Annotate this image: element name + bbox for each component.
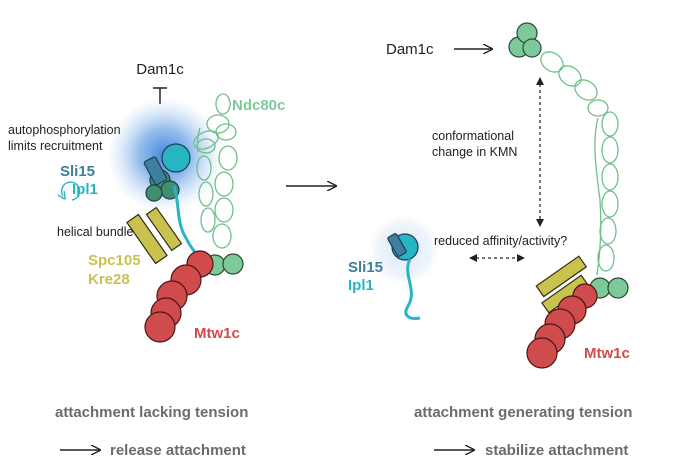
left-ndc80c-label: Ndc80c	[232, 97, 285, 114]
spc105-label: Spc105	[88, 252, 141, 269]
left-sli15-label: Sli15	[60, 163, 95, 180]
left-dam1c-label: Dam1c	[136, 61, 184, 78]
autophosphorylation-label: autophosphorylation	[8, 123, 121, 137]
left-caption: attachment lacking tension	[55, 404, 248, 421]
right-ndc80c-top-heads	[508, 22, 542, 58]
helical-bundle-label: helical bundle	[57, 225, 133, 239]
left-panel: Dam1c	[8, 61, 285, 343]
right-sli15-label: Sli15	[348, 259, 383, 276]
right-ndc80c-chain	[540, 51, 619, 276]
kre28-label: Kre28	[88, 271, 130, 288]
right-dam1c-label: Dam1c	[386, 41, 434, 58]
right-mtw1c-complex	[526, 283, 598, 369]
left-mtw1c-label: Mtw1c	[194, 325, 240, 342]
left-spc105-kre28-bundle	[126, 206, 183, 265]
right-panel: Dam1c Sli15 Ipl	[348, 22, 630, 369]
left-sli15-ipl1-complex	[143, 143, 206, 264]
right-spc105-kre28-bundle	[535, 255, 589, 314]
left-ndc80c-chain	[193, 93, 238, 249]
left-outcome: release attachment	[110, 442, 246, 458]
right-outcome: stabilize attachment	[485, 442, 628, 458]
right-ipl1-label: Ipl1	[348, 277, 374, 294]
limits-recruitment-label: limits recruitment	[8, 139, 103, 153]
right-mtw1c-label: Mtw1c	[584, 345, 630, 362]
conformational-label: conformational	[432, 129, 514, 143]
right-caption: attachment generating tension	[414, 404, 632, 421]
change-in-kmn-label: change in KMN	[432, 145, 517, 159]
left-mtw1c-complex	[144, 250, 214, 343]
cycle-arrow-icon	[62, 181, 81, 201]
reduced-affinity-label: reduced affinity/activity?	[434, 234, 567, 248]
right-sli15-ipl1-complex	[387, 233, 421, 320]
